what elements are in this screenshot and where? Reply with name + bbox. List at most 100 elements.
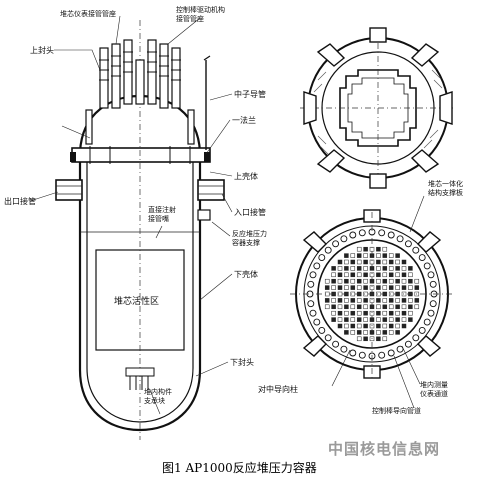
- fuel-assembly-cell: [356, 259, 362, 265]
- label-core-active-zone: 堆芯活性区: [114, 295, 159, 307]
- fuel-assembly-cell: [401, 304, 407, 310]
- fuel-assembly-cell: [350, 285, 356, 290]
- fuel-assembly-cell: [356, 253, 362, 258]
- fuel-assembly-cell: [376, 323, 381, 329]
- fuel-assembly-cell: [376, 304, 381, 310]
- bolt-hole: [318, 254, 326, 262]
- leader-lines-right: [115, 15, 233, 415]
- fuel-assembly-cell: [344, 310, 349, 316]
- fuel-assembly-cell: [331, 266, 336, 271]
- fuel-assembly-cell: [363, 291, 368, 297]
- fuel-assembly-cell: [408, 310, 413, 316]
- stepped-core-outline: [339, 69, 417, 147]
- fuel-assembly-cell: [331, 278, 336, 284]
- fuel-assembly-cell: [344, 323, 349, 329]
- bolt-hole: [349, 231, 357, 239]
- label-instrument-nozzle: 堆芯仪表接管管座: [60, 9, 116, 18]
- bolt-hole: [358, 229, 366, 237]
- fuel-assembly-cell: [376, 298, 381, 303]
- fuel-assembly-cell: [388, 317, 394, 322]
- fuel-assembly-cell: [388, 253, 394, 258]
- fuel-assembly-cell: [363, 323, 368, 329]
- bolt-hole: [378, 229, 386, 237]
- fuel-assembly-cell: [337, 323, 343, 329]
- fuel-assembly-cell: [350, 310, 356, 316]
- fuel-assembly-cell: [376, 336, 381, 342]
- fuel-assembly-cell: [408, 266, 413, 271]
- fuel-assembly-cell: [388, 266, 394, 271]
- fuel-assembly-cell: [350, 330, 356, 335]
- fuel-assembly-grid: [324, 246, 420, 342]
- label-lower-shell: 下壳体: [234, 269, 258, 279]
- fuel-assembly-cell: [350, 259, 356, 265]
- fuel-assembly-cell: [324, 278, 330, 284]
- fuel-assembly-cell: [344, 272, 349, 278]
- label-vessel-support: 反应堆压力容器支撑: [232, 229, 267, 247]
- fuel-assembly-cell: [356, 266, 362, 271]
- fuel-assembly-cell: [382, 330, 388, 335]
- fuel-assembly-cell: [388, 291, 394, 297]
- fuel-assembly-cell: [363, 285, 368, 290]
- fuel-assembly-cell: [363, 246, 368, 252]
- label-inlet-nozzle: 入口接管: [234, 207, 266, 217]
- vessel-elevation: [29, 15, 233, 440]
- fuel-assembly-cell: [363, 278, 368, 284]
- label-neutron-guide: 中子导管: [234, 89, 266, 99]
- labels: 堆芯仪表接管管座 控制棒驱动机构接管管座 上封头 中子导管 一法兰 出口接管 上…: [4, 5, 463, 415]
- fuel-assembly-cell: [324, 285, 330, 290]
- fuel-assembly-cell: [395, 317, 400, 322]
- fuel-assembly-cell: [395, 310, 400, 316]
- fuel-assembly-cell: [395, 298, 400, 303]
- fuel-assembly-cell: [344, 266, 349, 271]
- fuel-assembly-cell: [388, 285, 394, 290]
- fuel-assembly-cell: [388, 278, 394, 284]
- fuel-assembly-cell: [337, 266, 343, 271]
- bolt-hole: [340, 235, 348, 243]
- label-control-guide: 控制棒导向管道: [372, 406, 421, 415]
- fuel-assembly-cell: [350, 253, 356, 258]
- fuel-assembly-cell: [337, 278, 343, 284]
- core-section-plan: [290, 195, 454, 409]
- label-lower-head: 下封头: [230, 357, 254, 367]
- bolt-hole: [418, 254, 426, 262]
- fuel-assembly-cell: [388, 272, 394, 278]
- fuel-assembly-cell: [363, 266, 368, 271]
- bolt-hole: [349, 349, 357, 357]
- fuel-assembly-cell: [363, 272, 368, 278]
- fuel-assembly-cell: [363, 253, 368, 258]
- label-core-shroud: 堆芯一体化结构支撑板: [428, 179, 463, 197]
- fuel-assembly-cell: [363, 298, 368, 303]
- fuel-assembly-cell: [331, 310, 336, 316]
- fuel-assembly-cell: [382, 253, 388, 258]
- bolt-hole: [324, 334, 332, 342]
- fuel-assembly-cell: [376, 272, 381, 278]
- fuel-assembly-cell: [388, 323, 394, 329]
- bolt-hole: [313, 262, 321, 270]
- fuel-assembly-cell: [369, 285, 375, 290]
- fuel-assembly-cell: [363, 304, 368, 310]
- flange-studs: [89, 146, 191, 164]
- stepped-core-inner: [347, 77, 409, 139]
- lower-support-block: [125, 367, 155, 390]
- fuel-assembly-cell: [401, 298, 407, 303]
- flange-stud-left: [70, 152, 76, 162]
- label-upper-shell: 上壳体: [234, 171, 258, 181]
- fuel-assembly-cell: [337, 298, 343, 303]
- fuel-assembly-cell: [395, 323, 400, 329]
- label-dvi: 直接注射接管嘴: [148, 205, 176, 223]
- fuel-assembly-cell: [382, 272, 388, 278]
- fuel-assembly-cell: [337, 317, 343, 322]
- fuel-assembly-cell: [363, 317, 368, 322]
- bolt-hole: [318, 326, 326, 334]
- label-flange: 一法兰: [232, 115, 256, 125]
- plan-lugs: [303, 27, 453, 189]
- fuel-assembly-cell: [324, 304, 330, 310]
- fuel-assembly-cell: [356, 323, 362, 329]
- fuel-assembly-cell: [350, 323, 356, 329]
- fuel-assembly-cell: [388, 304, 394, 310]
- fuel-assembly-cell: [363, 336, 368, 342]
- fuel-assembly-cell: [408, 278, 413, 284]
- upper-head-plan: [300, 27, 456, 189]
- fuel-assembly-cell: [363, 259, 368, 265]
- inlet-nozzle: [197, 179, 225, 201]
